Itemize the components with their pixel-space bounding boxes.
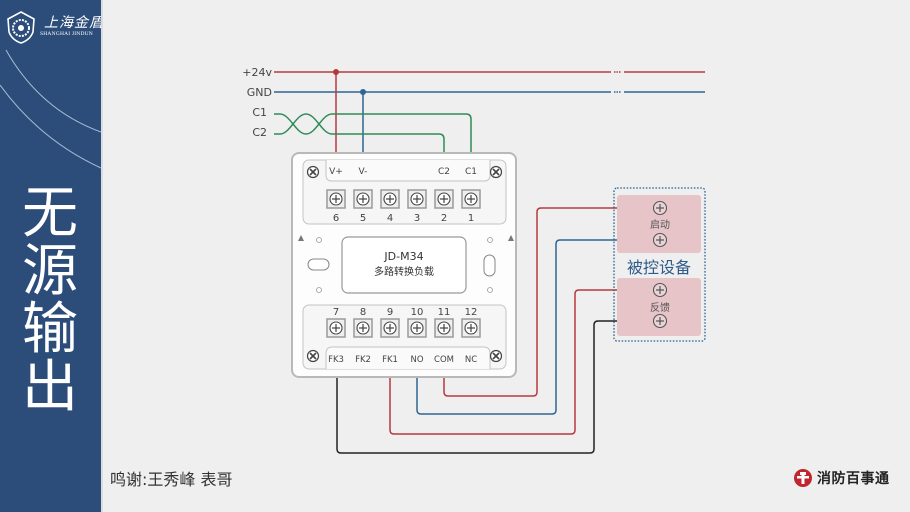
device-terminal-icon — [652, 282, 668, 298]
wire-com-to-start — [443, 207, 660, 397]
controlled-device — [613, 187, 706, 342]
junction-dot-gnd — [360, 89, 366, 95]
bus-label-c2: C2 — [252, 126, 267, 139]
terminal-number: 7 — [333, 307, 339, 318]
top-signal-label: V- — [359, 167, 368, 177]
controlled-device-title: 被控设备 — [627, 258, 691, 277]
terminal-screw-icon — [407, 189, 427, 209]
module-model: JD-M34 — [383, 250, 423, 263]
logo-name-cn: 上海金盾 — [44, 15, 101, 31]
feedback-group — [617, 278, 701, 336]
device-terminal-icon — [652, 232, 668, 248]
top-signal-label: V+ — [329, 167, 343, 177]
terminal-screw-icon — [434, 189, 454, 209]
page-title: 无 源 输 出 — [14, 185, 86, 417]
terminal-number: 3 — [414, 213, 420, 224]
feedback-label: 反馈 — [650, 301, 670, 314]
terminal-screw-icon — [353, 318, 373, 338]
bottom-signal-label: COM — [434, 355, 454, 365]
terminal-screw-icon — [326, 189, 346, 209]
mount-screw-icon — [306, 349, 320, 363]
brand-name: 消防百事通 — [817, 471, 890, 487]
page-title-char: 无 — [22, 181, 78, 246]
device-terminal-icon — [652, 313, 668, 329]
bottom-signal-label: NO — [410, 355, 423, 365]
bus-label-c1: C1 — [252, 106, 267, 119]
junction-dot-24v — [333, 69, 339, 75]
wire-c2 — [274, 113, 445, 153]
terminal-number: 10 — [411, 307, 424, 318]
terminal-number: 11 — [438, 307, 451, 318]
start-label: 启动 — [650, 218, 670, 231]
shield-gear-icon — [7, 11, 35, 44]
terminal-screw-icon — [380, 318, 400, 338]
terminal-number: 8 — [360, 307, 366, 318]
logo-name-en: SHANGHAI JINDUN — [40, 31, 93, 37]
wire-fk1-to-feedback — [389, 289, 660, 435]
mount-screw-icon — [306, 165, 320, 179]
page-title-char: 输 — [22, 297, 78, 362]
device-terminal-icon — [652, 200, 668, 216]
credit-text: 鸣谢:王秀峰 表哥 — [110, 470, 233, 489]
module-description: 多路转换负载 — [374, 265, 434, 278]
wire-c1 — [274, 113, 472, 153]
top-signal-label: C2 — [438, 167, 450, 177]
bus-label-24v: +24v — [242, 66, 272, 79]
terminal-number: 12 — [465, 307, 478, 318]
terminal-screw-icon — [434, 318, 454, 338]
triangle-marker-icon — [508, 235, 514, 241]
terminal-screw-icon — [353, 189, 373, 209]
sidebar: 上海金盾 SHANGHAI JINDUN 无 源 输 出 — [0, 0, 101, 512]
terminal-screw-icon — [461, 318, 481, 338]
wire-fk3-to-feedback — [336, 320, 660, 454]
fire-hydrant-logo-icon — [794, 469, 812, 487]
mount-screw-icon — [489, 349, 503, 363]
company-logo: 上海金盾 SHANGHAI JINDUN — [6, 10, 101, 50]
module-jd-m34 — [291, 152, 517, 378]
terminal-screw-icon — [380, 189, 400, 209]
sidebar-decorative-arcs — [0, 49, 101, 169]
brand-logo: 消防百事通 — [793, 467, 890, 489]
terminal-number: 2 — [441, 213, 447, 224]
bus-label-gnd: GND — [247, 86, 272, 99]
terminal-number: 1 — [468, 213, 474, 224]
terminal-screw-icon — [461, 189, 481, 209]
wire-no-to-start — [416, 239, 660, 415]
bottom-signal-label: NC — [465, 355, 477, 365]
page-title-char: 源 — [22, 239, 78, 304]
bottom-signal-label: FK3 — [328, 355, 344, 365]
triangle-marker-icon — [298, 235, 304, 241]
bottom-signal-label: FK1 — [382, 355, 398, 365]
terminal-number: 9 — [387, 307, 393, 318]
start-group — [617, 195, 701, 253]
terminal-number: 5 — [360, 213, 366, 224]
terminal-number: 6 — [333, 213, 339, 224]
terminal-screw-icon — [407, 318, 427, 338]
page-title-char: 出 — [22, 355, 78, 420]
mount-screw-icon — [489, 165, 503, 179]
sidebar-divider — [101, 0, 103, 512]
terminal-screw-icon — [326, 318, 346, 338]
top-signal-label: C1 — [465, 167, 477, 177]
bottom-signal-label: FK2 — [355, 355, 371, 365]
terminal-number: 4 — [387, 213, 393, 224]
